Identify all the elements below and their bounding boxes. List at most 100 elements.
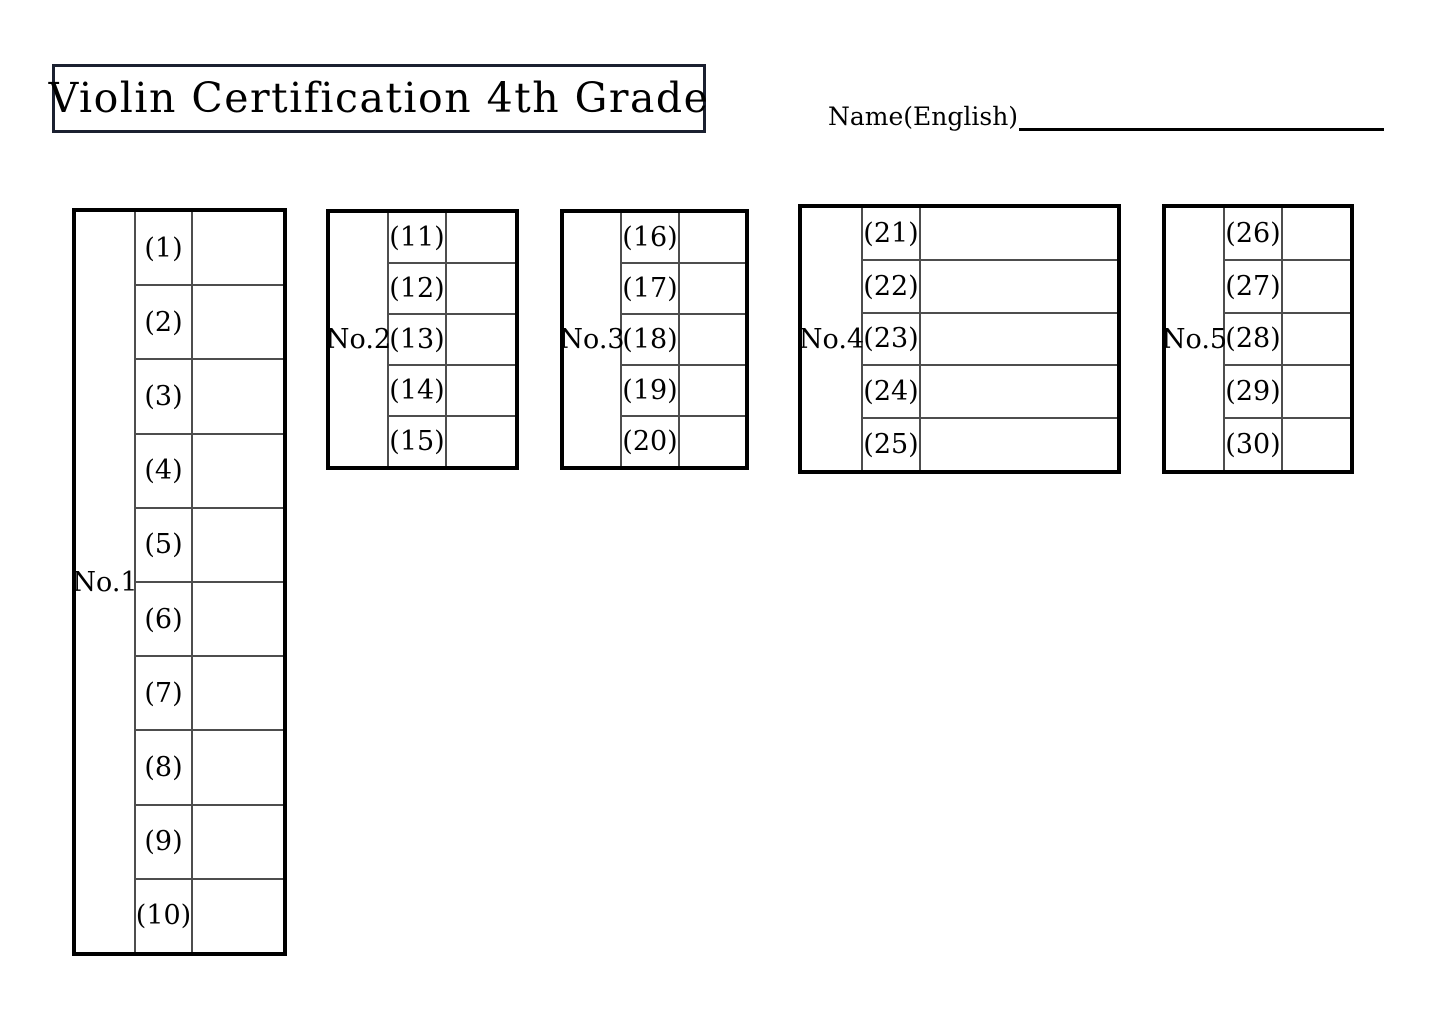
- question-number-cell: (21): [863, 208, 921, 259]
- answer-input-cell[interactable]: [921, 208, 1117, 259]
- answer-input-cell[interactable]: [921, 419, 1117, 470]
- answer-input-cell[interactable]: [921, 314, 1117, 365]
- question-number-cell: (29): [1225, 366, 1283, 418]
- answer-input-cell[interactable]: [1283, 208, 1350, 259]
- table-row: (5): [136, 508, 283, 584]
- answer-input-cell[interactable]: [921, 261, 1117, 312]
- answer-table-no5: No.5(26)(27)(28)(29)(30): [1162, 204, 1354, 474]
- question-number-cell: (12): [389, 264, 447, 313]
- answer-input-cell[interactable]: [193, 583, 283, 655]
- table-row: (12): [389, 264, 515, 315]
- answer-input-cell[interactable]: [680, 264, 745, 313]
- answer-table-no4: No.4(21)(22)(23)(24)(25): [798, 204, 1121, 474]
- question-number-cell: (14): [389, 366, 447, 415]
- question-number-cell: (20): [622, 417, 680, 466]
- section-label: No.5: [1161, 323, 1228, 355]
- answer-rows: (26)(27)(28)(29)(30): [1225, 208, 1350, 470]
- table-row: (7): [136, 657, 283, 732]
- answer-input-cell[interactable]: [447, 315, 515, 364]
- name-write-in-line[interactable]: [1019, 128, 1385, 131]
- table-row: (13): [389, 315, 515, 366]
- table-row: (19): [622, 366, 745, 417]
- answer-input-cell[interactable]: [193, 360, 283, 432]
- answer-rows: (21)(22)(23)(24)(25): [863, 208, 1117, 470]
- question-number-cell: (8): [136, 731, 193, 804]
- question-number-cell: (24): [863, 366, 921, 418]
- answer-input-cell[interactable]: [921, 366, 1117, 417]
- table-row: (20): [622, 417, 745, 466]
- question-number-cell: (19): [622, 366, 680, 415]
- answer-table-no3: No.3(16)(17)(18)(19)(20): [559, 209, 749, 470]
- table-row: (3): [136, 360, 283, 435]
- answer-input-cell[interactable]: [680, 366, 745, 415]
- table-row: (11): [389, 213, 515, 264]
- question-number-cell: (11): [389, 213, 447, 262]
- answer-input-cell[interactable]: [680, 315, 745, 364]
- answer-rows: (11)(12)(13)(14)(15): [389, 213, 515, 466]
- answer-rows: (1)(2)(3)(4)(5)(6)(7)(8)(9)(10): [136, 212, 283, 953]
- table-row: (9): [136, 805, 283, 880]
- answer-input-cell[interactable]: [193, 731, 283, 803]
- section-label: No.2: [325, 324, 392, 355]
- question-number-cell: (26): [1225, 208, 1283, 259]
- table-row: (29): [1225, 366, 1350, 420]
- table-row: (27): [1225, 260, 1350, 314]
- answer-table-no2: No.2(11)(12)(13)(14)(15): [326, 209, 519, 470]
- answer-input-cell[interactable]: [193, 509, 283, 581]
- question-number-cell: (23): [863, 313, 921, 365]
- section-label: No.3: [559, 324, 625, 355]
- answer-input-cell[interactable]: [447, 366, 515, 415]
- answer-input-cell[interactable]: [193, 212, 283, 284]
- answer-input-cell[interactable]: [447, 213, 515, 262]
- table-row: (21): [863, 208, 1117, 261]
- answer-input-cell[interactable]: [193, 880, 283, 952]
- question-number-cell: (4): [136, 434, 193, 507]
- question-number-cell: (10): [136, 879, 193, 953]
- question-number-cell: (18): [622, 315, 680, 364]
- answer-input-cell[interactable]: [1283, 366, 1350, 417]
- answer-input-cell[interactable]: [193, 657, 283, 729]
- question-number-cell: (7): [136, 657, 193, 730]
- answer-input-cell[interactable]: [193, 435, 283, 507]
- table-row: (10): [136, 879, 283, 953]
- answer-input-cell[interactable]: [680, 213, 745, 262]
- answer-input-cell[interactable]: [447, 417, 515, 466]
- table-row: (1): [136, 212, 283, 287]
- question-number-cell: (9): [136, 805, 193, 878]
- answer-input-cell[interactable]: [193, 286, 283, 358]
- table-row: (8): [136, 731, 283, 806]
- table-row: (4): [136, 434, 283, 509]
- table-row: (24): [863, 366, 1117, 420]
- answer-input-cell[interactable]: [447, 264, 515, 313]
- answer-input-cell[interactable]: [193, 806, 283, 878]
- table-row: (6): [136, 583, 283, 658]
- answer-input-cell[interactable]: [1283, 314, 1350, 365]
- answer-rows: (16)(17)(18)(19)(20): [622, 213, 745, 466]
- table-row: (25): [863, 419, 1117, 470]
- question-number-cell: (27): [1225, 260, 1283, 312]
- answer-input-cell[interactable]: [1283, 261, 1350, 312]
- question-number-cell: (6): [136, 583, 193, 656]
- table-row: (23): [863, 313, 1117, 367]
- table-row: (28): [1225, 313, 1350, 367]
- section-label-cell: No.1: [72, 212, 138, 952]
- answer-input-cell[interactable]: [1283, 419, 1350, 470]
- name-field: Name(English): [828, 104, 1385, 132]
- question-number-cell: (3): [136, 360, 193, 433]
- section-label-cell: No.2: [326, 213, 391, 466]
- table-row: (26): [1225, 208, 1350, 261]
- table-row: (22): [863, 260, 1117, 314]
- question-number-cell: (30): [1225, 419, 1283, 470]
- table-row: (14): [389, 366, 515, 417]
- table-row: (2): [136, 286, 283, 361]
- answer-input-cell[interactable]: [680, 417, 745, 466]
- question-number-cell: (1): [136, 212, 193, 285]
- worksheet-title-box: Violin Certification 4th Grade: [49, 64, 708, 133]
- page-title: Violin Certification 4th Grade: [48, 74, 710, 122]
- table-row: (30): [1225, 419, 1350, 470]
- question-number-cell: (16): [622, 213, 680, 262]
- section-label-cell: No.4: [799, 208, 864, 470]
- section-label-cell: No.5: [1162, 208, 1227, 470]
- question-number-cell: (5): [136, 508, 193, 582]
- question-number-cell: (2): [136, 286, 193, 359]
